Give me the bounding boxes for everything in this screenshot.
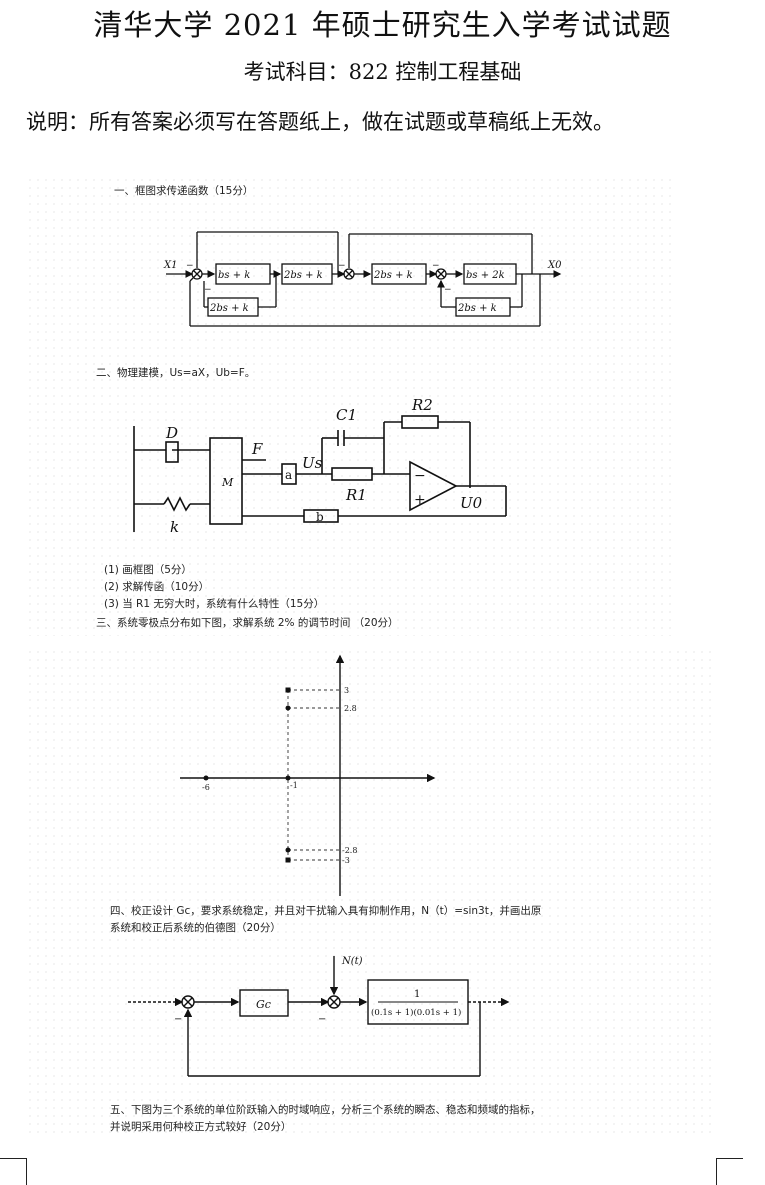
q2-label-D: D [165,424,178,442]
q2-label-M: M [221,476,234,489]
scan-panel-2 [26,648,716,1138]
q2-label-R1: R1 [345,486,367,504]
q4-text-line2: 系统和校正后系统的伯德图（20分） [110,922,281,934]
q2-sub-2: (2) 求解传函（10分） [104,581,210,593]
q3-tick-neg-2-8: -2.8 [342,846,357,855]
page-corner-mark-right [716,1158,743,1185]
q1-block-6: 2bs + k [457,303,497,314]
q3-tick-2-8: 2.8 [344,704,357,713]
svg-text:−: − [444,285,452,295]
svg-text:−: − [338,261,346,271]
q2-sub-1: (1) 画框图（5分） [104,564,192,576]
q1-block-3: 2bs + k [373,270,413,281]
q3-tick-neg-3: -3 [342,856,350,865]
q4-text-line1: 四、校正设计 Gc，要求系统稳定，并且对干扰输入具有抑制作用，N（t）=sin3… [110,905,542,917]
q5-text-line1: 五、下图为三个系统的单位阶跃输入的时域响应，分析三个系统的瞬态、稳态和频域的指标… [110,1104,541,1116]
q2-text: 二、物理建模，Us=aX，Ub=F。 [96,367,256,379]
exam-instructions: 说明：所有答案必须写在答题纸上，做在试题或草稿纸上无效。 [26,110,614,134]
svg-text:−: − [204,285,212,295]
q4-minus-2: − [318,1014,326,1025]
q1-input-label: X1 [163,260,177,271]
q4-block-diagram: N(t) Gc 1 (0.1s + 1)(0.01s + 1) − − [128,956,510,1077]
scan-panel-1 [26,176,676,636]
q3-tick-neg-1: -1 [290,781,298,790]
q3-tick-3: 3 [344,686,349,695]
q2-label-a: a [285,468,292,482]
q3-pole-zero-plot: 3 2.8 -2.8 -3 -1 -6 [180,654,436,896]
q4-label-Gc: Gc [256,998,271,1011]
svg-text:+: + [414,492,426,508]
q1-text: 一、框图求传递函数（15分） [114,185,254,197]
q2-label-k: k [170,518,179,536]
q2-label-C1: C1 [336,406,357,424]
exam-subject: 考试科目：822 控制工程基础 [243,60,522,84]
q2-label-U0: U0 [460,494,483,512]
q1-output-label: X0 [547,260,562,271]
q4-minus-1: − [174,1014,182,1025]
q4-label-N: N(t) [341,956,363,967]
q3-text: 三、系统零极点分布如下图，求解系统 2% 的调节时间 （20分） [96,617,399,629]
q2-label-R2: R2 [411,396,433,414]
page-corner-mark-left [0,1158,27,1185]
q2-physical-model: D M F k a Us C1 R1 R2 b U0 − + [133,396,507,536]
q2-label-Us: Us [302,454,323,472]
q2-label-F: F [251,440,263,458]
q4-tf-denominator: (0.1s + 1)(0.01s + 1) [371,1007,461,1018]
q4-tf-numerator: 1 [414,989,420,1000]
q1-block-4: bs + 2k [466,270,505,281]
svg-text:−: − [414,468,426,484]
q1-block-5: 2bs + k [209,303,249,314]
q1-block-diagram: bs + k 2bs + k 2bs + k bs + 2k 2bs + k 2… [163,231,562,327]
svg-text:−: − [432,261,440,271]
q5-text-line2: 并说明采用何种校正方式较好（20分） [110,1121,292,1133]
exam-title: 清华大学 2021 年硕士研究生入学考试试题 [93,8,672,42]
q2-sub-3: (3) 当 R1 无穷大时，系统有什么特性（15分） [104,598,325,610]
svg-text:−: − [186,261,194,271]
q1-block-2: 2bs + k [283,270,323,281]
q1-block-1: bs + k [218,270,250,281]
q2-label-b: b [316,510,324,524]
q3-tick-neg-6: -6 [202,783,210,792]
